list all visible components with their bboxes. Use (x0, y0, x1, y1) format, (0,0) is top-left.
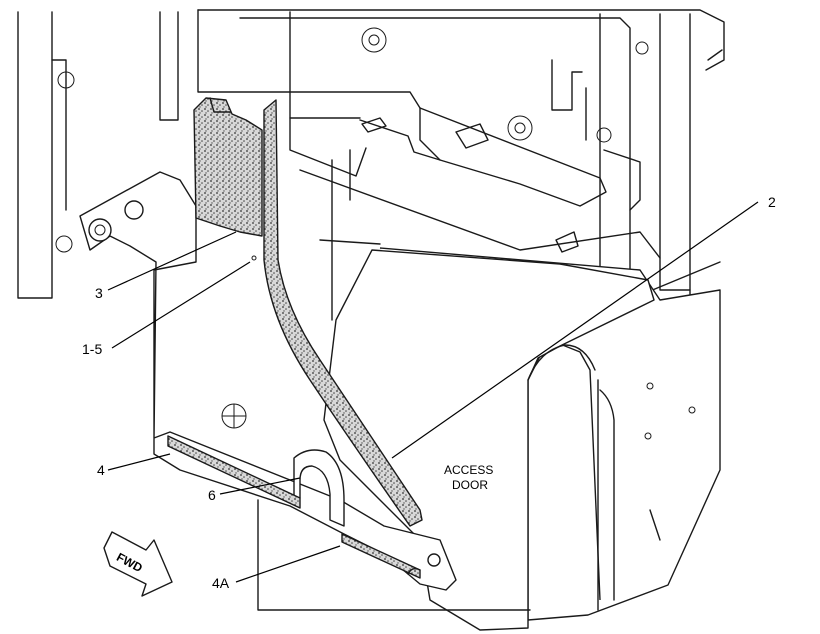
callout-4: 4 (97, 462, 105, 478)
callout-4a: 4A (212, 575, 230, 591)
curved-foam-strip (263, 99, 423, 527)
hinge-hook (293, 449, 345, 527)
callout-1-5: 1-5 (82, 341, 102, 357)
callout-labels: 2 3 1-5 4 6 4A (82, 194, 776, 591)
door-label-line2: DOOR (452, 478, 488, 492)
callout-3: 3 (95, 285, 103, 301)
access-door-housing (257, 247, 721, 631)
callout-6: 6 (208, 487, 216, 503)
side-plate (79, 171, 457, 591)
foam-seal-block (193, 97, 263, 237)
bottom-seal-strips (167, 435, 421, 579)
callout-2: 2 (768, 194, 776, 210)
forward-arrow: FWD (103, 531, 173, 597)
machine-background (17, 9, 725, 321)
access-door-label: ACCESS DOOR (444, 463, 493, 492)
leader-lines (107, 201, 759, 583)
door-label-line1: ACCESS (444, 463, 493, 477)
